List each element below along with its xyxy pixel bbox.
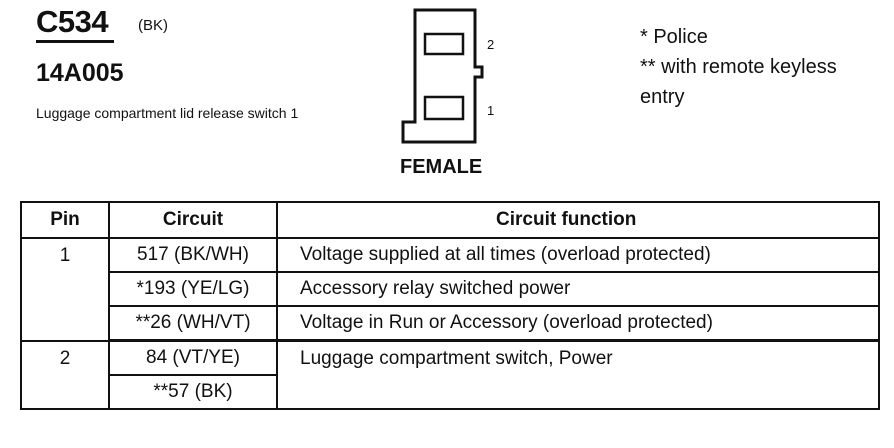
footnotes: * Police ** with remote keyless entry	[640, 22, 837, 112]
pin-cell: 2	[20, 339, 110, 410]
pinout-table: Pin Circuit Circuit function 1 517 (BK/W…	[20, 201, 880, 410]
header-circuit-function: Circuit function	[276, 201, 880, 239]
pin-label-2: 2	[487, 37, 494, 52]
connector-id: C534	[36, 4, 109, 39]
function-cell: Luggage compartment switch, Power	[276, 339, 880, 410]
function-cell: Voltage supplied at all times (overload …	[276, 237, 880, 273]
table-row: 2 84 (VT/YE) Luggage compartment switch,…	[20, 339, 880, 410]
table-header-row: Pin Circuit Circuit function	[20, 201, 880, 239]
part-number: 14A005	[36, 59, 124, 87]
circuit-cell: 517 (BK/WH)	[108, 237, 278, 273]
circuit-cell: **26 (WH/VT)	[108, 305, 278, 342]
footnote-police: * Police	[640, 26, 708, 48]
connector-description: Luggage compartment lid release switch 1	[36, 105, 299, 121]
connector-id-underline	[36, 40, 114, 43]
circuit-cell: **57 (BK)	[108, 374, 278, 410]
function-cell: Accessory relay switched power	[276, 271, 880, 307]
table-row: **26 (WH/VT) Voltage in Run or Accessory…	[21, 305, 880, 342]
footnote-keyless-cont: entry	[640, 86, 685, 108]
circuit-cell: 84 (VT/YE)	[108, 339, 278, 376]
connector-color: (BK)	[138, 17, 168, 34]
table-row: 1 517 (BK/WH) Voltage supplied at all ti…	[20, 237, 880, 342]
connector-housing-outline	[401, 8, 484, 144]
footnote-keyless: ** with remote keyless	[640, 56, 837, 78]
cavity-pin-2	[423, 32, 465, 56]
circuit-cell: *193 (YE/LG)	[108, 271, 278, 307]
table-row: **57 (BK)	[21, 374, 879, 410]
function-cell: Voltage in Run or Accessory (overload pr…	[276, 305, 880, 342]
header-circuit: Circuit	[108, 201, 278, 239]
table-row: *193 (YE/LG) Accessory relay switched po…	[21, 271, 880, 307]
cavity-pin-1	[423, 95, 465, 121]
connector-face-diagram: 2 1	[401, 8, 494, 144]
pin-cell: 1	[20, 237, 110, 342]
connector-view-label: FEMALE	[400, 156, 483, 178]
header-pin: Pin	[20, 201, 110, 239]
pin-label-1: 1	[487, 103, 494, 118]
